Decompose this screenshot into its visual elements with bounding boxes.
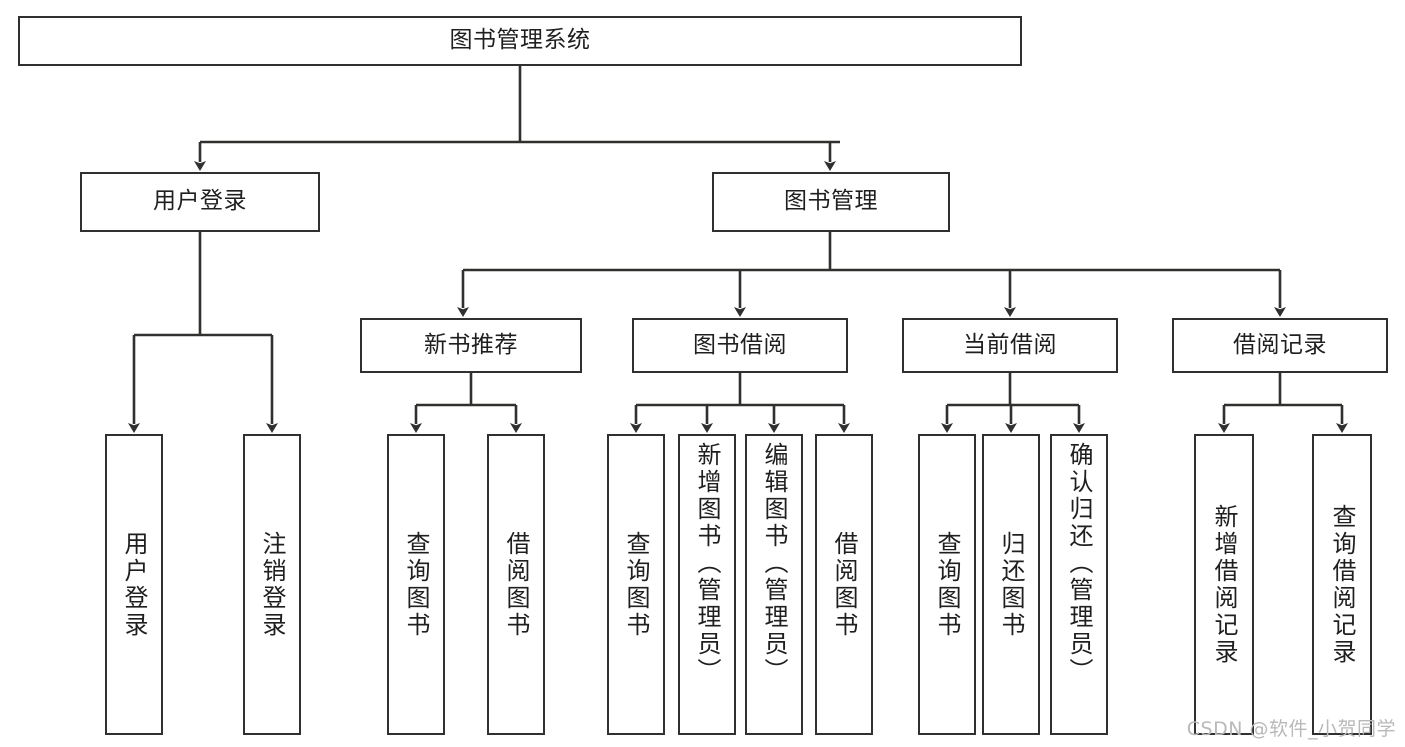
node-root-label: 图书管理系统 (449, 27, 591, 54)
node-leaf-edit-book-label: 编辑图书（管理员） (760, 442, 788, 685)
node-leaf-query-record[interactable]: 查询借阅记录 (1312, 434, 1372, 735)
node-leaf-query-book-cur[interactable]: 查询图书 (918, 434, 976, 735)
node-leaf-query-book-cur-label: 查询图书 (933, 530, 961, 639)
node-leaf-logout[interactable]: 注销登录 (243, 434, 301, 735)
node-user-login[interactable]: 用户登录 (80, 172, 320, 232)
node-leaf-user-login[interactable]: 用户登录 (105, 434, 163, 735)
node-leaf-query-book[interactable]: 查询图书 (607, 434, 665, 735)
node-borrow-record[interactable]: 借阅记录 (1172, 318, 1388, 373)
node-leaf-query-book-label: 查询图书 (622, 530, 650, 639)
node-book-borrow-label: 图书借阅 (693, 331, 787, 358)
node-leaf-add-book-label: 新增图书（管理员） (693, 442, 721, 685)
node-leaf-return-book-label: 归还图书 (997, 530, 1025, 639)
node-leaf-add-book[interactable]: 新增图书（管理员） (678, 434, 736, 735)
node-leaf-query-book-rec-label: 查询图书 (402, 530, 430, 639)
node-leaf-edit-book[interactable]: 编辑图书（管理员） (745, 434, 803, 735)
node-book-manage[interactable]: 图书管理 (712, 172, 950, 232)
node-leaf-logout-label: 注销登录 (258, 530, 286, 639)
node-leaf-confirm-return-label: 确认归还（管理员） (1065, 442, 1093, 685)
node-new-book-recommend[interactable]: 新书推荐 (360, 318, 582, 373)
node-leaf-return-book[interactable]: 归还图书 (982, 434, 1040, 735)
node-leaf-borrow-book-rec[interactable]: 借阅图书 (487, 434, 545, 735)
node-book-manage-label: 图书管理 (784, 188, 878, 215)
node-borrow-record-label: 借阅记录 (1233, 331, 1327, 358)
watermark-text: CSDN @软件_小贺同学 (1186, 718, 1396, 740)
node-leaf-borrow-book[interactable]: 借阅图书 (815, 434, 873, 735)
node-root[interactable]: 图书管理系统 (18, 16, 1022, 66)
node-leaf-borrow-book-label: 借阅图书 (830, 530, 858, 639)
node-leaf-borrow-book-rec-label: 借阅图书 (502, 530, 530, 639)
node-leaf-query-record-label: 查询借阅记录 (1328, 503, 1356, 666)
node-leaf-add-record[interactable]: 新增借阅记录 (1194, 434, 1254, 735)
node-current-borrow[interactable]: 当前借阅 (902, 318, 1118, 373)
node-user-login-label: 用户登录 (153, 188, 247, 215)
node-leaf-user-login-label: 用户登录 (120, 530, 148, 639)
node-new-book-recommend-label: 新书推荐 (424, 331, 518, 358)
node-leaf-query-book-rec[interactable]: 查询图书 (387, 434, 445, 735)
node-leaf-add-record-label: 新增借阅记录 (1210, 503, 1238, 666)
node-leaf-confirm-return[interactable]: 确认归还（管理员） (1050, 434, 1108, 735)
node-current-borrow-label: 当前借阅 (963, 331, 1057, 358)
node-book-borrow[interactable]: 图书借阅 (632, 318, 848, 373)
